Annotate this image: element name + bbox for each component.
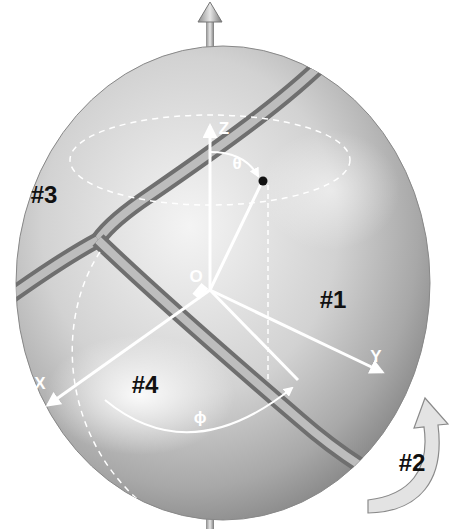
coordinate-axes [48, 126, 382, 432]
rotation-arrow [368, 398, 448, 513]
highlight [45, 335, 235, 455]
seam [5, 40, 430, 505]
callout-number: #4 [132, 373, 159, 397]
axis-label: Z [219, 120, 229, 137]
axis-arrowhead [198, 2, 222, 22]
angle-label: ϕ [194, 409, 207, 426]
callout-number: #3 [31, 183, 58, 207]
callout-number: #1 [320, 288, 347, 312]
highlight [260, 130, 400, 250]
axis-label: X [34, 375, 45, 392]
origin-label: O [189, 268, 202, 285]
point [259, 177, 268, 186]
angle-label: θ [232, 155, 241, 172]
callout-number: #2 [399, 451, 426, 475]
sphere [16, 46, 430, 520]
axis-label: Y [370, 348, 381, 365]
